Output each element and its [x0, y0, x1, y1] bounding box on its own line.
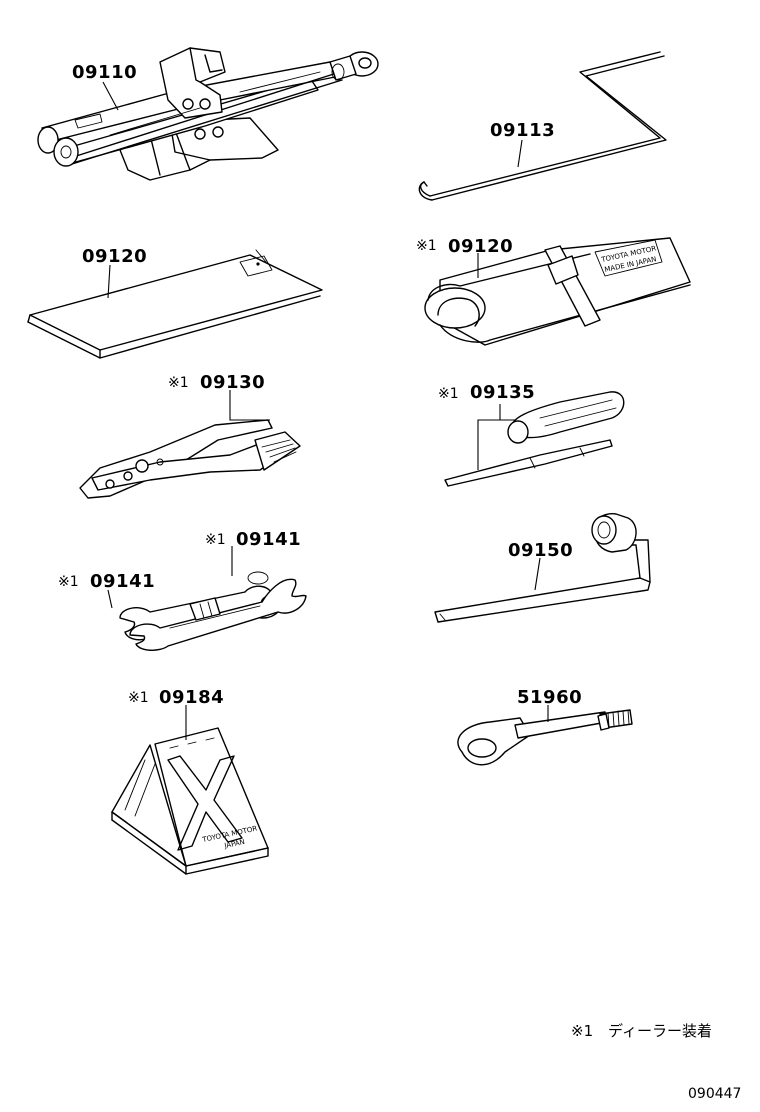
label-09150: 09150 [508, 540, 573, 561]
label-09130-mark: ※1 [168, 375, 189, 391]
label-09184: 09184 [159, 687, 224, 708]
jack-leader-line [102, 81, 119, 111]
label-09113: 09113 [490, 120, 555, 141]
wheel-chock-illustration: TOYOTA MOTOR JAPAN [111, 727, 269, 875]
footnote-text: ディーラー装着 [608, 1022, 712, 1040]
towing-hook-illustration [457, 709, 633, 766]
label-09141-a-mark: ※1 [205, 532, 226, 548]
label-09120-bag-mark: ※1 [416, 238, 437, 254]
label-09184-mark: ※1 [128, 690, 149, 706]
label-09141-b-mark: ※1 [58, 574, 79, 590]
wrench-b-leader-line [107, 589, 113, 609]
mat-illustration [27, 249, 323, 359]
footnote-mark: ※1 [571, 1022, 593, 1040]
label-09120-bag: 09120 [448, 236, 513, 257]
lug-wrench-illustration [434, 513, 651, 623]
jack-handle-illustration [418, 51, 667, 201]
pliers-illustration [79, 419, 301, 499]
label-09135-mark: ※1 [438, 386, 459, 402]
scissor-jack-illustration [37, 47, 379, 181]
mat-leader-line [107, 264, 111, 299]
tool-bag-illustration: TOYOTA MOTOR MADE IN JAPAN [424, 237, 691, 346]
label-09110: 09110 [72, 62, 137, 83]
wrenches-illustration [119, 571, 307, 651]
label-09141-a: 09141 [236, 529, 301, 550]
label-09130: 09130 [200, 372, 265, 393]
screwdriver-leader-line [477, 404, 515, 470]
screwdriver-illustration [444, 391, 625, 487]
label-09120-mat: 09120 [82, 246, 147, 267]
label-09141-b: 09141 [90, 571, 155, 592]
pliers-leader-line [229, 390, 270, 421]
handle-leader-line [517, 139, 523, 168]
lug-wrench-leader-line [534, 557, 541, 591]
figure-code: 090447 [688, 1086, 741, 1102]
label-51960: 51960 [517, 687, 582, 708]
label-09135: 09135 [470, 382, 535, 403]
